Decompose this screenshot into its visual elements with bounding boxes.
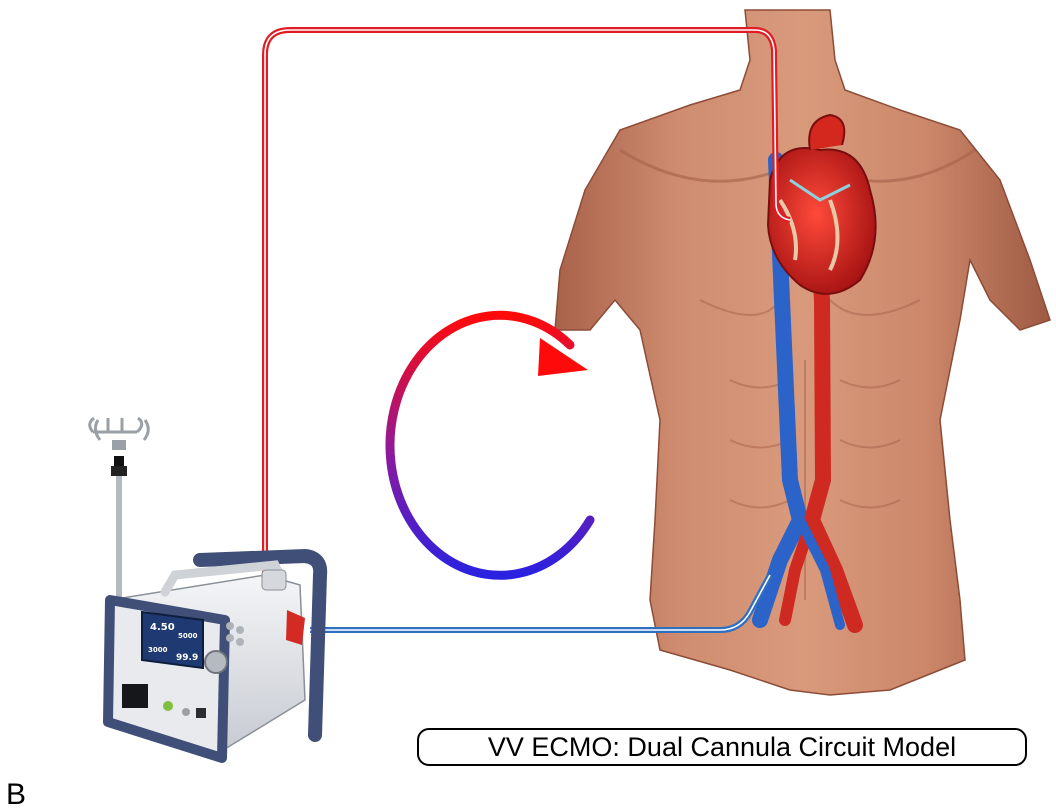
- screen-readout-right: 5000: [178, 632, 198, 640]
- circulation-arrow: [390, 315, 590, 575]
- torso-icon: [555, 10, 1050, 695]
- control-knob: [205, 651, 227, 673]
- panel-label: B: [6, 778, 26, 812]
- torso-illustration: [555, 10, 1050, 695]
- screen-readout-top: 4.50: [150, 622, 175, 633]
- screen-readout-bottom-right: 99.9: [176, 653, 198, 663]
- console-screen: 4.50 5000 3000 99.9: [142, 612, 203, 668]
- figure-caption: VV ECMO: Dual Cannula Circuit Model: [417, 728, 1027, 766]
- ecmo-console: 4.50 5000 3000 99.9: [105, 556, 320, 758]
- screen-readout-bottom-left: 3000: [148, 646, 168, 654]
